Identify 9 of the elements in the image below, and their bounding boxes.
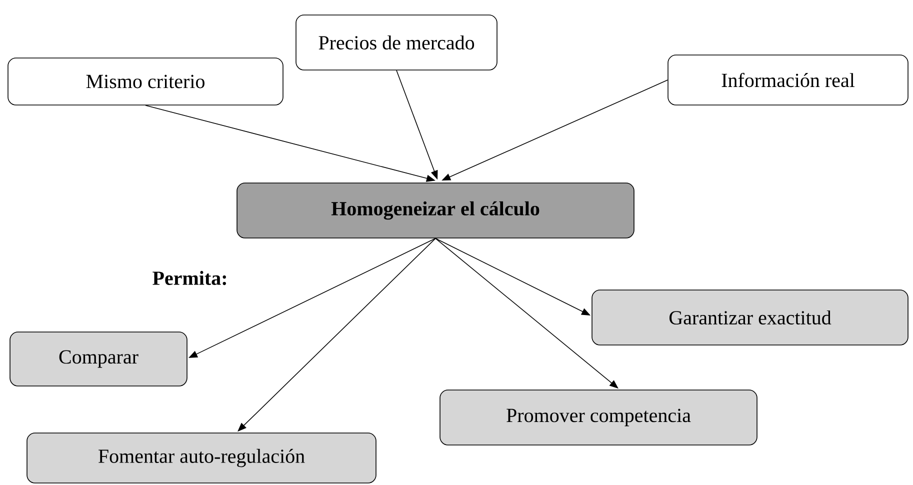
process-box: Homogeneizar el cálculo [236, 182, 634, 238]
label-text: Permita: [152, 270, 226, 286]
process-box: Promover competencia [440, 390, 758, 446]
process-box: Fomentar auto-regulación [26, 432, 376, 484]
process-box: Precios de mercado [296, 14, 498, 70]
process-box: Mismo criterio [8, 58, 284, 106]
process-box: Garantizar exactitud [592, 290, 908, 346]
process-box: Información real [668, 54, 908, 106]
process-box: Comparar [10, 332, 188, 386]
